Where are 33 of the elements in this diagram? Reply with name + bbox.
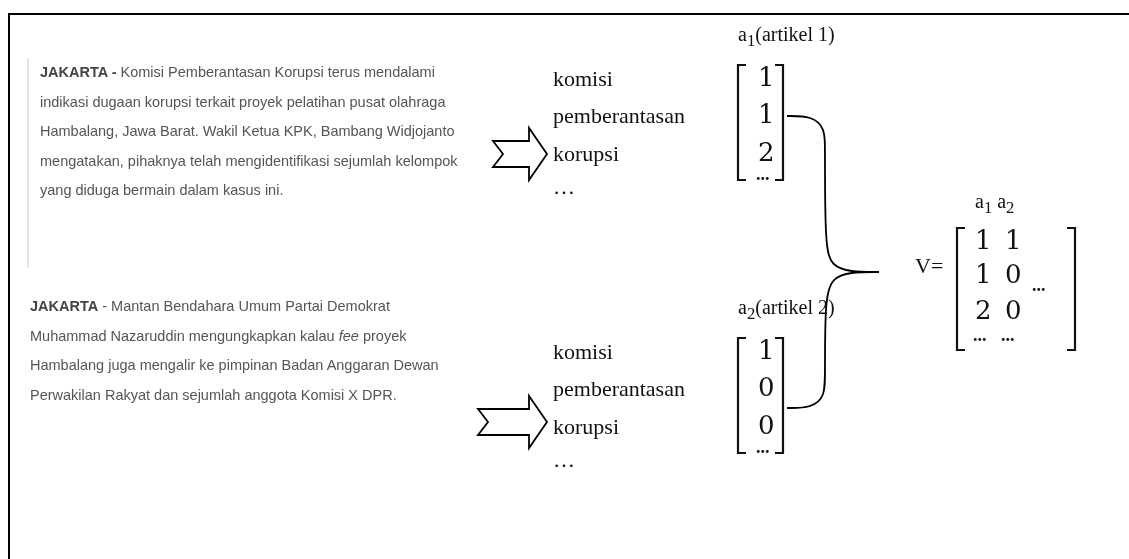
term: komisi xyxy=(553,340,613,365)
term: pemberantasan xyxy=(553,377,685,402)
matrix-entry: ... xyxy=(1001,326,1015,346)
news-paragraph: JAKARTA - Komisi Pemberantasan Korupsi terus mendalami indikasi dugaan korupsi terkait proyek pelatihan pusat olahraga Hambalang, Jawa Barat. Wakil Ketua KPK, Bambang Widjojanto mengatakan, pihaknya telah mengidentifikasi sejumlah kelompok yang diduga bermain dalam kasus ini. xyxy=(40,63,459,200)
ellipsis: … xyxy=(553,175,575,200)
hollow-arrow xyxy=(491,125,549,183)
vector-entry: ... xyxy=(756,165,770,185)
matrix-entry: 1 xyxy=(975,226,992,255)
vector-entry: ... xyxy=(756,438,770,458)
matrix-entry: 0 xyxy=(1005,260,1022,289)
vector-entry: 0 xyxy=(758,411,775,440)
ellipsis: … xyxy=(553,448,575,473)
matrix-entry: 0 xyxy=(1005,296,1022,325)
term: korupsi xyxy=(553,415,619,440)
vector-entry: 1 xyxy=(758,63,775,92)
vector-entry: 1 xyxy=(758,336,775,365)
vector-heading: a$_{1}$(artikel 1) xyxy=(738,23,835,51)
vector-entry: 0 xyxy=(758,373,775,402)
matrix-entry: ... xyxy=(1032,276,1046,296)
news-paragraph: JAKARTA - Mantan Bendahara Umum Partai Demokrat Muhammad Nazaruddin mengungkapkan kalau fee proyek Hambalang juga mengalir ke pimpinan Badan Anggaran Dewan Perwakilan Rakyat dan sejumlah anggota Komisi X DPR. xyxy=(30,297,440,405)
curly-brace xyxy=(786,271,880,409)
term: korupsi xyxy=(553,142,619,167)
vector-entry: 1 xyxy=(758,100,775,129)
term: pemberantasan xyxy=(553,104,685,129)
matrix-entry: 2 xyxy=(975,296,992,325)
matrix-entry: 1 xyxy=(975,260,992,289)
column-heading: a$_{1}$ a$_{2}$ xyxy=(975,190,1015,218)
matrix-name: V= xyxy=(915,254,944,279)
vector-entry: 2 xyxy=(758,138,775,167)
matrix-entry: 1 xyxy=(1005,226,1022,255)
hollow-arrow xyxy=(476,393,549,451)
matrix-entry: ... xyxy=(973,326,987,346)
term: komisi xyxy=(553,67,613,92)
